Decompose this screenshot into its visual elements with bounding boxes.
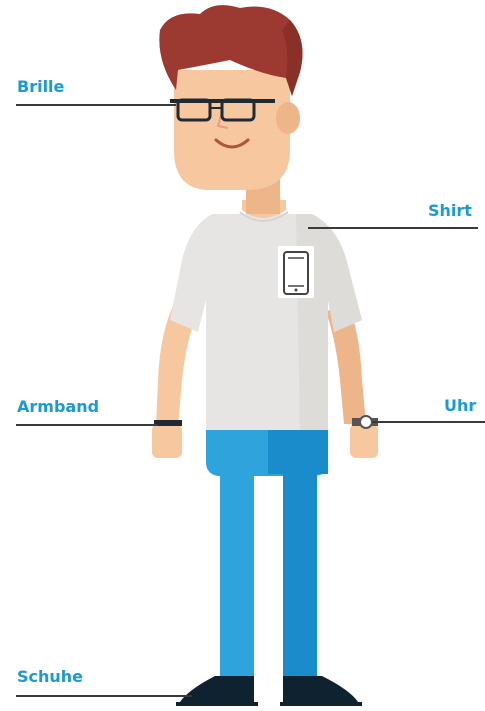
callout-line-shirt xyxy=(308,227,478,229)
label-schuhe: Schuhe xyxy=(17,668,83,686)
label-shirt: Shirt xyxy=(428,202,472,220)
head xyxy=(159,5,302,190)
callout-line-uhr xyxy=(372,421,485,423)
callout-line-armband xyxy=(16,424,158,426)
smartphone-icon xyxy=(284,252,308,294)
shoes xyxy=(176,676,362,706)
callout-line-schuhe xyxy=(16,695,192,697)
wristband xyxy=(154,420,182,426)
shirt xyxy=(170,200,362,430)
callout-line-brille xyxy=(16,104,176,106)
jeans xyxy=(206,426,328,680)
label-armband: Armband xyxy=(17,398,99,416)
label-brille: Brille xyxy=(17,78,64,96)
label-uhr: Uhr xyxy=(444,397,476,415)
